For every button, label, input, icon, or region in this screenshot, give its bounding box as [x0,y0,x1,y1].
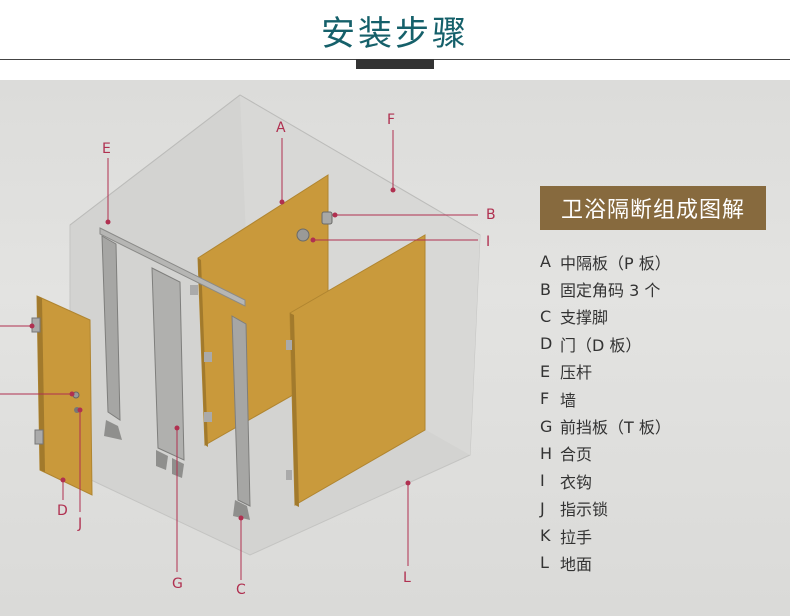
label-l: L [403,570,411,586]
legend-text: 墙 [560,390,577,410]
legend-text: 中隔板（P 板） [560,253,671,273]
legend-item: L 地面 [540,549,671,576]
legend-key: I [540,471,545,491]
page-title: 安装步骤 [321,14,469,54]
legend-text: 地面 [560,554,593,574]
leader-dots [29,187,411,521]
label-a: A [276,120,286,136]
legend-item: C 支撑脚 [540,303,671,330]
label-c: C [236,582,246,598]
legend-item: B 固定角码 3 个 [540,275,671,302]
label-j: J [77,516,82,532]
label-b: B [486,207,496,223]
legend-key: B [540,279,551,299]
legend-text: 固定角码 3 个 [560,281,661,301]
legend-key: H [540,443,553,463]
legend-text: 拉手 [560,527,593,547]
legend-text: 衣钩 [560,472,593,492]
legend-item: A 中隔板（P 板） [540,248,671,275]
legend-key: G [540,416,553,436]
label-d: D [57,503,68,519]
door-panel-d [31,295,93,496]
legend-key: L [540,553,549,573]
legend-item: K 拉手 [540,522,671,549]
legend-item: J 指示锁 [540,495,671,522]
legend-text: 压杆 [560,363,593,383]
legend-key: E [540,361,551,381]
top-rail-e [99,227,246,307]
panel-right [286,234,426,507]
support-posts [101,235,251,520]
legend-text: 合页 [560,445,593,465]
legend-item: I 衣钩 [540,467,671,494]
legend-item: H 合页 [540,440,671,467]
legend-key: J [540,498,545,518]
legend-text: 前挡板（T 板） [560,418,671,438]
legend-item: G 前挡板（T 板） [540,412,671,439]
coat-hook-icon [296,228,310,242]
legend-key: K [540,526,551,546]
page-header: 安装步骤 [0,0,790,80]
legend-key: F [540,389,550,409]
legend-item: D 门（D 板） [540,330,671,357]
legend-key: C [540,306,552,326]
legend-text: 支撑脚 [560,308,609,328]
legend-title: 卫浴隔断组成图解 [540,186,766,230]
label-e: E [102,141,111,157]
legend-key: A [540,252,551,272]
header-accent-bar [356,59,434,69]
legend-item: E 压杆 [540,358,671,385]
label-f: F [387,112,395,128]
leader-lines [0,130,478,580]
legend-text: 门（D 板） [560,335,642,355]
legend-key: D [540,334,553,354]
legend-text: 指示锁 [560,500,609,520]
label-g: G [172,576,183,592]
label-i: I [486,234,490,250]
